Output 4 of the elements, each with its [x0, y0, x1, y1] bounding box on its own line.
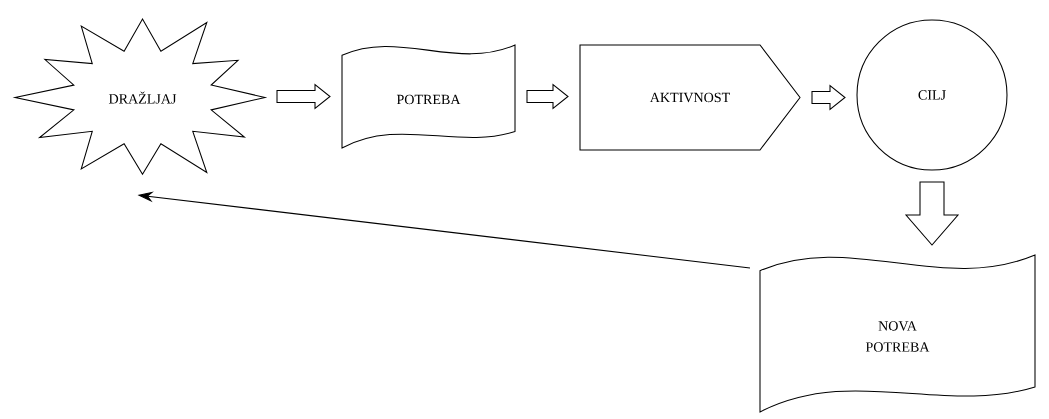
- arrow: [904, 181, 960, 246]
- arrow: [811, 84, 846, 111]
- arrow: [276, 83, 331, 110]
- arrow: [526, 83, 569, 110]
